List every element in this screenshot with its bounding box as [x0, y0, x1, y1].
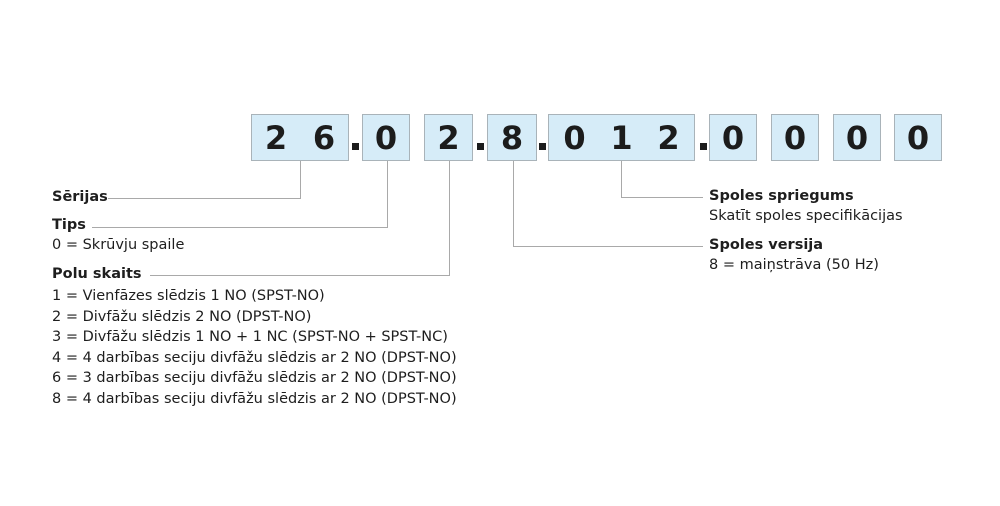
connector-poles-vertical	[449, 161, 450, 276]
connector-coil-voltage-horizontal	[621, 197, 703, 198]
poles-option: 2 = Divfāžu slēdzis 2 NO (DPST-NO)	[52, 308, 312, 325]
poles-options-list: 1 = Vienfāzes slēdzis 1 NO (SPST-NO) 2 =…	[52, 286, 457, 409]
separator-dot	[700, 143, 707, 150]
code-digit: 0	[906, 118, 930, 157]
code-box-type: 0	[362, 114, 410, 161]
code-box-poles: 2	[424, 114, 473, 161]
connector-coil-version-vertical	[513, 161, 514, 247]
poles-option: 6 = 3 darbības seciju divfāžu slēdzis ar…	[52, 370, 457, 386]
connector-coil-voltage-vertical	[621, 161, 622, 198]
coil-version-description: 8 = maiņstrāva (50 Hz)	[709, 257, 879, 273]
code-box-series: 2 6	[251, 114, 349, 161]
coil-voltage-description: Skatīt spoles specifikācijas	[709, 208, 903, 224]
code-digit: 2	[437, 118, 460, 157]
code-box-coil-voltage: 0 1 2	[548, 114, 695, 161]
type-title: Tips	[52, 217, 86, 233]
connector-series-horizontal	[108, 198, 301, 199]
code-digit: 0	[845, 118, 869, 157]
code-digit: 2	[657, 118, 680, 157]
code-digit: 0	[563, 118, 586, 157]
connector-coil-version-horizontal	[513, 246, 703, 247]
code-digit: 0	[721, 118, 745, 157]
poles-option: 4 = 4 darbības seciju divfāžu slēdzis ar…	[52, 349, 457, 366]
connector-series-vertical	[300, 161, 301, 199]
code-digit: 6	[312, 118, 336, 157]
code-box-option-3: 0	[833, 114, 881, 161]
poles-option: 8 = 4 darbības seciju divfāžu slēdzis ar…	[52, 390, 457, 407]
separator-dot	[539, 143, 546, 150]
separator-dot	[477, 143, 484, 150]
code-digit: 2	[264, 118, 288, 157]
coil-voltage-title: Spoles spriegums	[709, 188, 854, 204]
code-box-option-1: 0	[709, 114, 757, 161]
code-box-option-2: 0	[771, 114, 819, 161]
type-description: 0 = Skrūvju spaile	[52, 237, 185, 253]
poles-title: Polu skaits	[52, 266, 142, 282]
separator-dot	[352, 143, 359, 150]
coil-version-title: Spoles versija	[709, 237, 824, 253]
connector-type-horizontal	[92, 227, 388, 228]
poles-option: 1 = Vienfāzes slēdzis 1 NO (SPST-NO)	[52, 288, 325, 304]
connector-poles-horizontal	[150, 275, 450, 276]
poles-option: 3 = Divfāžu slēdzis 1 NO + 1 NC (SPST-NO…	[52, 329, 448, 345]
code-box-coil-version: 8	[487, 114, 537, 161]
code-digit: 0	[783, 118, 807, 157]
connector-type-vertical	[387, 161, 388, 228]
series-title: Sērijas	[52, 189, 108, 205]
code-digit: 1	[610, 118, 633, 157]
code-box-option-4: 0	[894, 114, 942, 161]
code-digit: 0	[374, 118, 398, 157]
code-digit: 8	[500, 118, 524, 157]
